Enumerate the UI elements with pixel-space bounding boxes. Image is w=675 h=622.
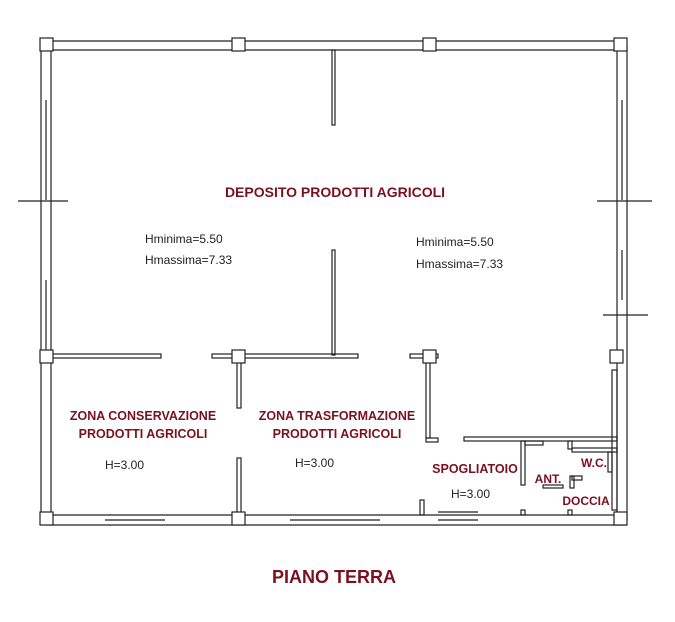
trasformazione-label-line1: ZONA TRASFORMAZIONE — [259, 409, 415, 423]
ant-label: ANT. — [535, 472, 562, 486]
outer-walls — [40, 40, 628, 526]
deposito-label: DEPOSITO PRODOTTI AGRICOLI — [225, 184, 445, 200]
trasformazione-label-line2: PRODOTTI AGRICOLI — [273, 427, 402, 441]
deposito-left-hmax: Hmassima=7.33 — [145, 253, 232, 267]
spogliatoio-height: H=3.00 — [451, 487, 490, 501]
windows — [42, 100, 626, 524]
interior-walls — [50, 49, 618, 516]
columns — [39, 37, 628, 526]
trasformazione-height: H=3.00 — [295, 456, 334, 470]
doccia-label: DOCCIA — [562, 494, 610, 508]
conservazione-label-line2: PRODOTTI AGRICOLI — [79, 427, 208, 441]
deposito-right-hmax: Hmassima=7.33 — [416, 257, 503, 271]
plan-title: PIANO TERRA — [272, 567, 396, 587]
axis-marks — [18, 200, 652, 316]
wc-label: W.C. — [581, 456, 607, 470]
conservazione-height: H=3.00 — [105, 458, 144, 472]
deposito-left-hmin: Hminima=5.50 — [145, 232, 223, 246]
deposito-right-hmin: Hminima=5.50 — [416, 235, 494, 249]
conservazione-label-line1: ZONA CONSERVAZIONE — [70, 409, 216, 423]
spogliatoio-label: SPOGLIATOIO — [432, 462, 518, 476]
